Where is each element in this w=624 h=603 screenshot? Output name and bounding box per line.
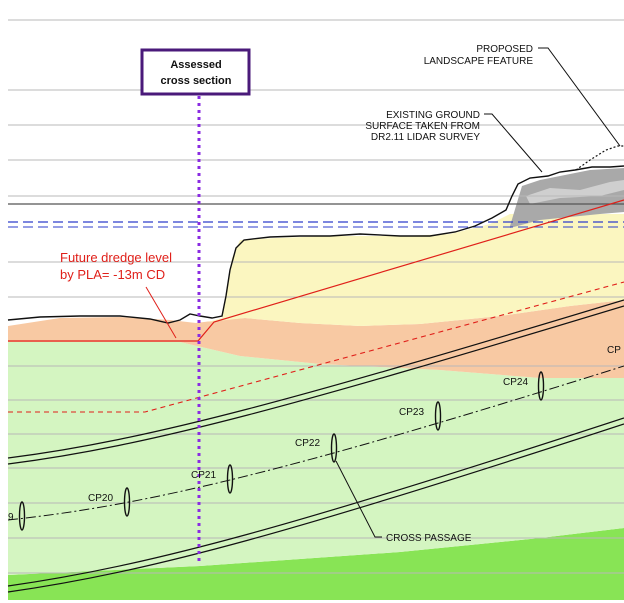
- cp-partial-label: CP: [607, 345, 621, 356]
- dredge-label-line2: by PLA= -13m CD: [60, 267, 165, 282]
- stratum-made-ground: [510, 168, 624, 228]
- cp23-label: CP23: [399, 407, 424, 418]
- lower-tunnel-bore: [7, 417, 624, 593]
- assessed-section-box: [140, 48, 251, 96]
- tunnel-bores: [7, 299, 624, 593]
- strata-layers: [8, 168, 624, 600]
- stratum-yellow: [208, 214, 624, 326]
- cp19-symbol: [18, 501, 26, 531]
- cp21-label: CP21: [191, 470, 216, 481]
- stratum-made-ground-light: [526, 180, 624, 204]
- existing-label-line2: SURFACE TAKEN FROM: [365, 121, 480, 132]
- cross-passage-symbols: [18, 371, 545, 531]
- existing-ground-surface: [7, 165, 624, 324]
- proposed-label-line2: LANDSCAPE FEATURE: [424, 56, 534, 67]
- existing-label-line3: DR2.11 LIDAR SURVEY: [371, 132, 480, 143]
- assessed-label-line1: Assessed: [170, 59, 221, 71]
- cp21-symbol: [226, 464, 234, 494]
- cp23-symbol: [434, 401, 442, 431]
- stratum-green: [8, 528, 624, 600]
- cp24-label: CP24: [503, 377, 528, 388]
- tunnel-centreline: [7, 365, 624, 521]
- annotation-leaders: [484, 47, 621, 173]
- proposed-landscape-surface: [575, 145, 624, 171]
- upper-tunnel-bore: [7, 299, 624, 465]
- dredge-profile: [8, 199, 624, 413]
- proposed-label-line1: PROPOSED: [476, 44, 533, 55]
- cross-passage-leader: [335, 460, 382, 538]
- cross-passage-label: CROSS PASSAGE: [386, 533, 472, 544]
- cp20-symbol: [123, 487, 131, 517]
- cp24-symbol: [537, 371, 545, 401]
- cp22-label: CP22: [295, 438, 320, 449]
- stratum-peach: [8, 300, 624, 378]
- assessed-label-line2: cross section: [161, 75, 232, 87]
- level-grid-lines: [8, 19, 624, 574]
- dredge-label-line1: Future dredge level: [60, 250, 172, 265]
- existing-label-line1: EXISTING GROUND: [386, 110, 480, 121]
- water-levels: [8, 203, 624, 228]
- cp22-symbol: [330, 433, 338, 463]
- cp20-label: CP20: [88, 493, 113, 504]
- cp19-label: 9: [8, 512, 14, 523]
